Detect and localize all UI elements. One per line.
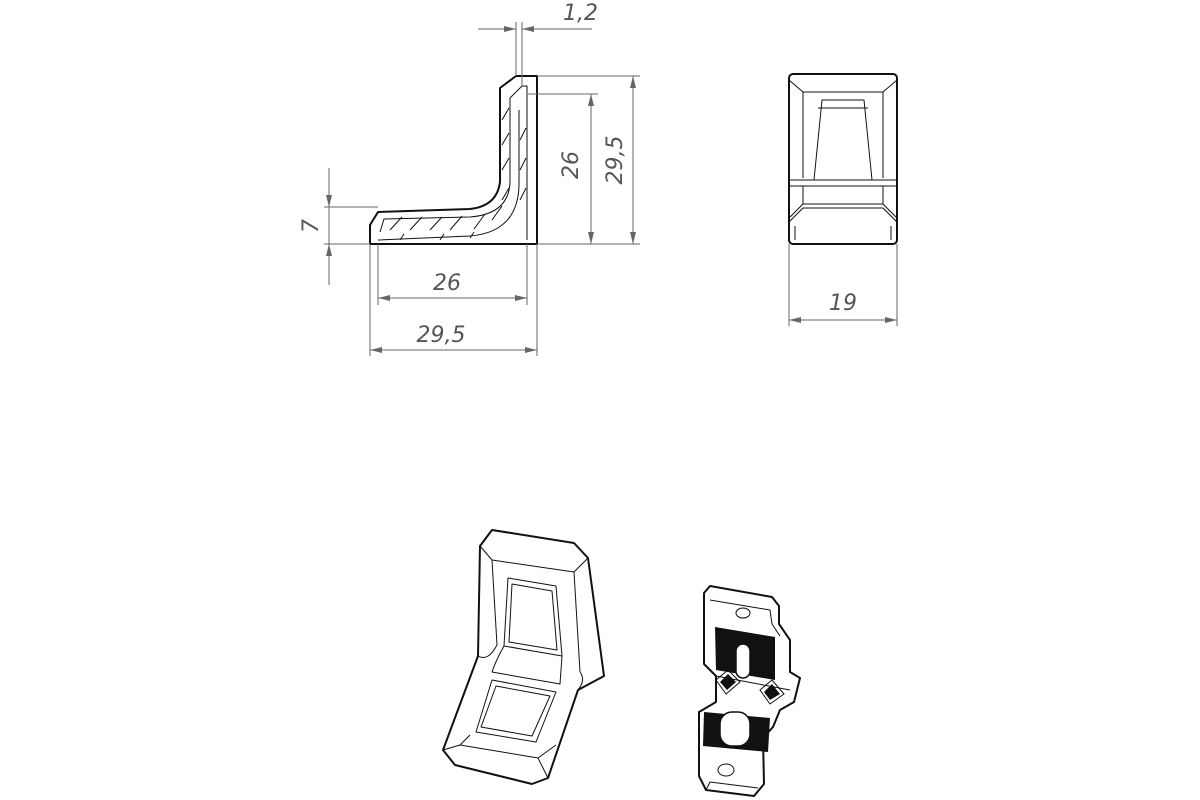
- dim-side-outer-height: 29,5: [537, 75, 640, 245]
- dim-label-side-inner-width: 26: [433, 271, 461, 296]
- side-view-inner-wall: [379, 85, 528, 240]
- dim-side-outer-width: 29,5: [369, 244, 538, 356]
- dim-side-inner-width: 26: [377, 244, 528, 305]
- dim-side-base-height: 7: [299, 168, 378, 285]
- iso-bracket-upper-slot: [735, 643, 751, 679]
- iso-cap-window-lower: [475, 679, 557, 743]
- front-view: 19: [788, 73, 898, 326]
- dim-label-side-outer-height: 29,5: [603, 136, 628, 185]
- iso-bracket-lower-slot: [719, 711, 751, 747]
- dim-label-front-width: 19: [829, 291, 857, 316]
- iso-bracket-upper-hole: [735, 607, 751, 619]
- iso-cap-window-upper: [503, 577, 563, 657]
- dim-label-side-base-height: 7: [299, 219, 324, 233]
- iso-bracket: [698, 585, 801, 797]
- side-view-inner-wall-2: [377, 110, 520, 241]
- iso-cap-outline: [442, 529, 605, 785]
- side-view-hatching: [389, 107, 527, 241]
- iso-bracket-lower-hole: [717, 763, 735, 777]
- iso-bracket-outline: [698, 585, 801, 797]
- iso-cap: [442, 529, 605, 785]
- front-view-outline: [788, 73, 898, 245]
- dim-front-width: 19: [788, 244, 898, 326]
- dim-side-inner-height: 26: [528, 93, 598, 245]
- dim-label-side-outer-width: 29,5: [417, 323, 466, 348]
- side-view: 1,2 26 29,5 7: [299, 1, 640, 356]
- dim-side-thickness: 1,2: [478, 1, 598, 86]
- dim-label-side-thickness: 1,2: [563, 1, 598, 26]
- iso-bracket-bend-right: [759, 679, 785, 705]
- dim-label-side-inner-height: 26: [559, 151, 584, 179]
- front-view-window: [813, 99, 873, 181]
- iso-bracket-bend-left: [715, 669, 741, 695]
